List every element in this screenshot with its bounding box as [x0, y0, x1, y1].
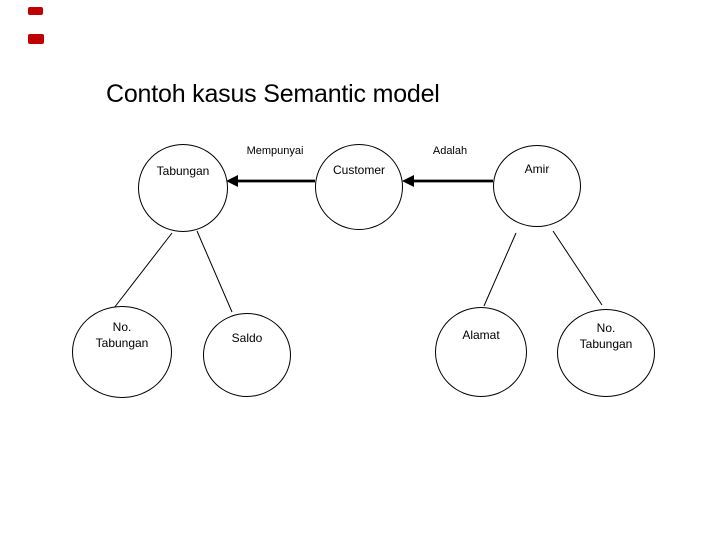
- arrowhead-icon: [226, 175, 238, 187]
- node-label: Alamat: [462, 328, 500, 342]
- node-label: Tabungan: [156, 164, 210, 178]
- attribute-line-amir-alamat: [483, 232, 517, 307]
- red-accent-dash-icon: [28, 34, 44, 44]
- node-label: No. Tabungan: [95, 320, 149, 350]
- attribute-node-no-tabungan-right: No. Tabungan: [557, 309, 655, 397]
- arrowhead-icon: [402, 175, 414, 187]
- entity-node-customer: Customer: [315, 144, 403, 230]
- relationship-arrow-adalah: [402, 175, 493, 187]
- red-accent-dash-icon: [28, 7, 43, 15]
- relationship-label-mempunyai: Mempunyai: [246, 145, 304, 157]
- slide-title: Contoh kasus Semantic model: [106, 80, 440, 108]
- node-label: Amir: [524, 162, 550, 176]
- attribute-node-saldo: Saldo: [203, 313, 291, 397]
- node-label: Customer: [332, 163, 385, 177]
- entity-node-amir: Amir: [493, 145, 581, 227]
- attribute-line-tabungan-saldo: [196, 230, 233, 313]
- attribute-node-alamat: Alamat: [435, 307, 527, 397]
- relationship-arrow-mempunyai: [226, 175, 315, 187]
- attribute-line-tabungan-no-tabungan: [113, 232, 173, 309]
- relationship-label-adalah: Adalah: [432, 145, 468, 157]
- node-label: Saldo: [231, 331, 263, 345]
- entity-node-tabungan: Tabungan: [138, 144, 228, 232]
- attribute-line-amir-no-tabungan: [552, 230, 603, 306]
- node-label: No. Tabungan: [579, 321, 633, 351]
- attribute-node-no-tabungan-left: No. Tabungan: [72, 306, 172, 398]
